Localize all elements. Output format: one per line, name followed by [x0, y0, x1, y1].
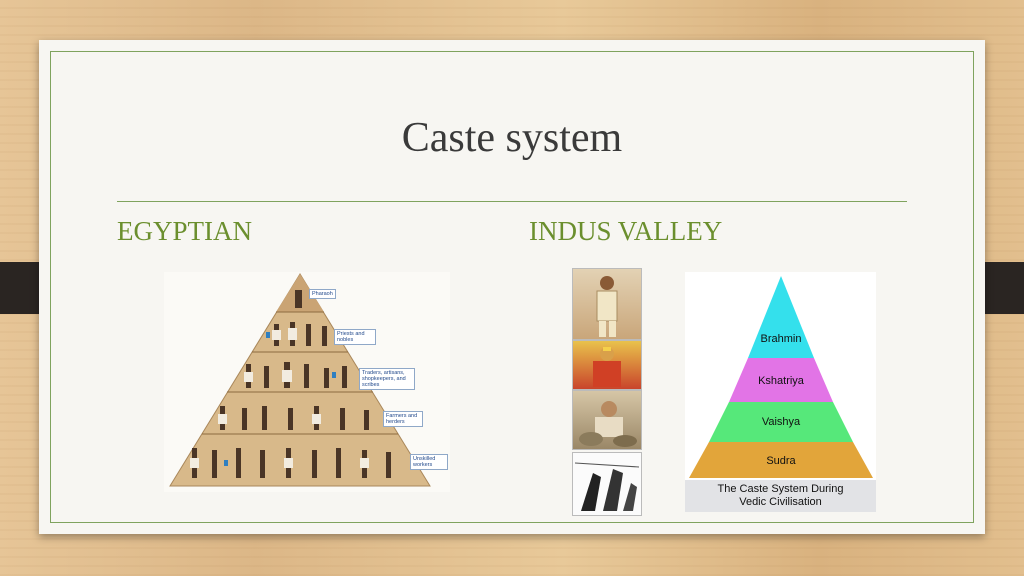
- egyptian-pyramid-svg: [169, 273, 431, 487]
- label-farmers: Farmers and herders: [383, 411, 423, 427]
- kshatriya-tier: [729, 358, 833, 402]
- kshatriya-figure-svg: [593, 347, 621, 387]
- brahmin-figure-svg: [596, 276, 618, 337]
- label-pharaoh: Pharaoh: [309, 289, 336, 299]
- sudra-photo: [572, 452, 642, 516]
- kshatriya-label: Kshatriya: [758, 375, 805, 387]
- vaishya-label: Vaishya: [762, 416, 801, 428]
- vedic-caste-pyramid: Brahmin Kshatriya Vaishya Sudra The Cast…: [685, 272, 876, 512]
- egyptian-pyramid-image: Pharaoh Priests and nobles Traders, arti…: [164, 272, 450, 492]
- egyptian-heading: EGYPTIAN: [117, 216, 252, 246]
- caption-line-2: Vedic Civilisation: [739, 496, 822, 508]
- label-traders: Traders, artisans, shopkeepers, and scri…: [359, 368, 415, 390]
- vedic-caption: The Caste System During Vedic Civilisati…: [685, 480, 876, 512]
- sudra-label: Sudra: [766, 455, 796, 467]
- vaishya-figure-svg: [579, 401, 637, 447]
- slide: Caste system EGYPTIAN INDUS VALLEY: [39, 40, 985, 534]
- vaishya-photo: [572, 390, 642, 450]
- vaishya-tier: [709, 402, 853, 442]
- label-unskilled: Unskilled workers: [410, 454, 448, 470]
- sudra-tier: [689, 442, 873, 478]
- label-priests: Priests and nobles: [334, 329, 376, 345]
- kshatriya-photo: [572, 340, 642, 390]
- slide-title: Caste system: [401, 115, 623, 161]
- caption-line-1: The Caste System During: [717, 483, 844, 495]
- brahmin-label: Brahmin: [761, 333, 802, 345]
- title-divider: [117, 201, 907, 202]
- brahmin-tier: [748, 276, 814, 358]
- vedic-pyramid-svg: Brahmin Kshatriya Vaishya Sudra: [689, 276, 873, 478]
- slide-frame: [50, 51, 974, 523]
- sudra-figure-svg: [574, 462, 640, 511]
- indus-valley-heading: INDUS VALLEY: [529, 216, 723, 246]
- brahmin-photo: [572, 268, 642, 340]
